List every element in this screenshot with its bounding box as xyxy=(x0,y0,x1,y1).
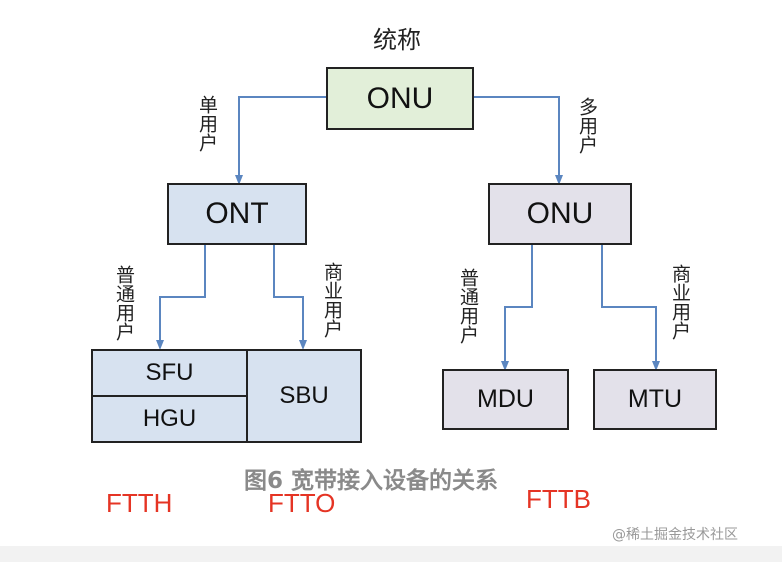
sfu-node: SFU xyxy=(91,349,248,397)
edge-ont-sbu xyxy=(273,245,307,350)
edge-label-business-user-left: 商业用户 xyxy=(321,262,343,338)
edge-root-onu2 xyxy=(473,96,563,185)
mtu-node: MTU xyxy=(593,369,717,430)
ftth-label: FTTH xyxy=(106,488,173,518)
edge-label-business-user-right: 商业用户 xyxy=(669,264,691,340)
fttb-label: FTTB xyxy=(526,484,591,514)
edge-onu2-mdu xyxy=(501,245,533,371)
bottom-band xyxy=(0,546,782,562)
edge-onu2-mtu xyxy=(601,245,660,371)
mdu-node: MDU xyxy=(442,369,569,430)
onu-node: ONU xyxy=(488,183,632,245)
edge-label-ordinary-user-left: 普通用户 xyxy=(113,265,135,341)
edge-label-single-user: 单用户 xyxy=(196,95,218,152)
edge-label-ordinary-user-right: 普通用户 xyxy=(457,268,479,344)
figure-caption: 图6 宽带接入设备的关系 xyxy=(244,468,499,494)
watermark: @稀土掘金技术社区 xyxy=(612,527,738,543)
sbu-node: SBU xyxy=(246,349,362,443)
top-label: 统称 xyxy=(373,26,421,54)
edge-label-multi-user: 多用户 xyxy=(576,97,598,154)
root-onu-node: ONU xyxy=(326,67,474,130)
ont-node: ONT xyxy=(167,183,307,245)
ftto-label: FTTO xyxy=(268,488,336,518)
hgu-node: HGU xyxy=(91,395,248,443)
edge-root-ont xyxy=(235,96,327,185)
edge-ont-sfu xyxy=(156,245,206,350)
